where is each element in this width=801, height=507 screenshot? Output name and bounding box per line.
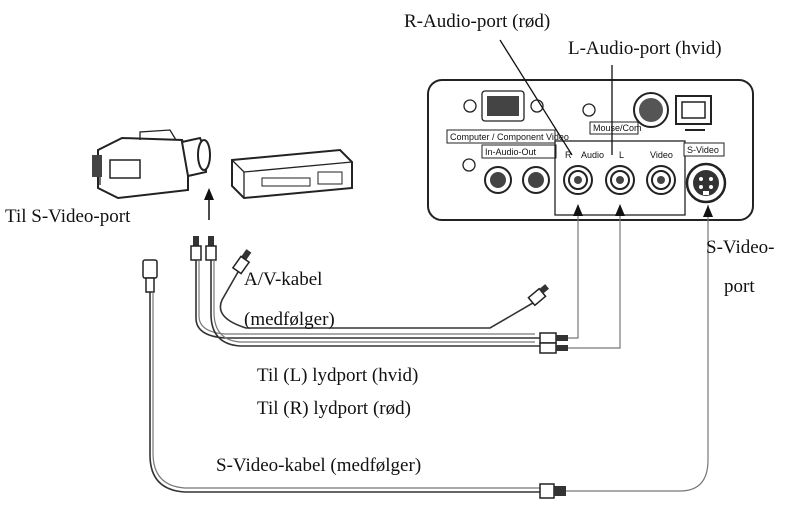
s-video-port-label-1: S-Video- xyxy=(706,237,775,258)
s-video-cable-label: S-Video-kabel (medfølger) xyxy=(216,455,421,476)
av-cable-label-2: (medfølger) xyxy=(244,309,335,330)
mouse-com-port: Mouse/Com xyxy=(589,92,669,135)
video-label: Video xyxy=(650,150,673,160)
r-audio-port-label: R-Audio-port (rød) xyxy=(404,11,550,32)
audio-routing-lines xyxy=(568,204,625,349)
usb-port xyxy=(675,95,712,131)
til-l-lydport-label: Til (L) lydport (hvid) xyxy=(257,365,418,386)
camcorder-icon xyxy=(92,129,211,200)
l-audio-port-label: L-Audio-port (hvid) xyxy=(568,38,722,59)
r-audio-leader xyxy=(499,39,573,156)
av-cable-label-1: A/V-kabel xyxy=(244,269,322,290)
s-video-port-label-2: port xyxy=(724,276,755,297)
l-audio-jack xyxy=(605,165,635,195)
audio-l-label: L xyxy=(619,150,624,160)
av-cable-left-plugs xyxy=(190,236,252,275)
projector-rear-panel: Computer / Component Video Mouse/Com In-… xyxy=(427,79,754,221)
arrow-up-icon xyxy=(204,188,214,220)
av-cable xyxy=(195,260,540,347)
in-audio-out-label: In-Audio-Out xyxy=(485,147,537,157)
computer-port-label: Computer / Component Video xyxy=(450,132,569,142)
til-s-video-port-label: Til S-Video-port xyxy=(5,206,131,227)
av-cable-right-plugs xyxy=(527,284,568,354)
video-player-icon xyxy=(231,148,353,200)
audio-label: Audio xyxy=(581,150,604,160)
til-r-lydport-label: Til (R) lydport (rød) xyxy=(257,398,411,419)
s-video-cable xyxy=(142,205,713,499)
computer-port: Computer / Component Video xyxy=(446,90,569,144)
audio-in-out-ports: In-Audio-Out xyxy=(462,144,557,194)
s-video-panel-label: S-Video xyxy=(687,145,719,155)
mouse-com-label: Mouse/Com xyxy=(593,123,642,133)
r-audio-jack xyxy=(563,165,593,195)
s-video-jack xyxy=(685,162,727,204)
audio-r-label: R xyxy=(565,150,572,160)
video-jack xyxy=(646,165,676,195)
